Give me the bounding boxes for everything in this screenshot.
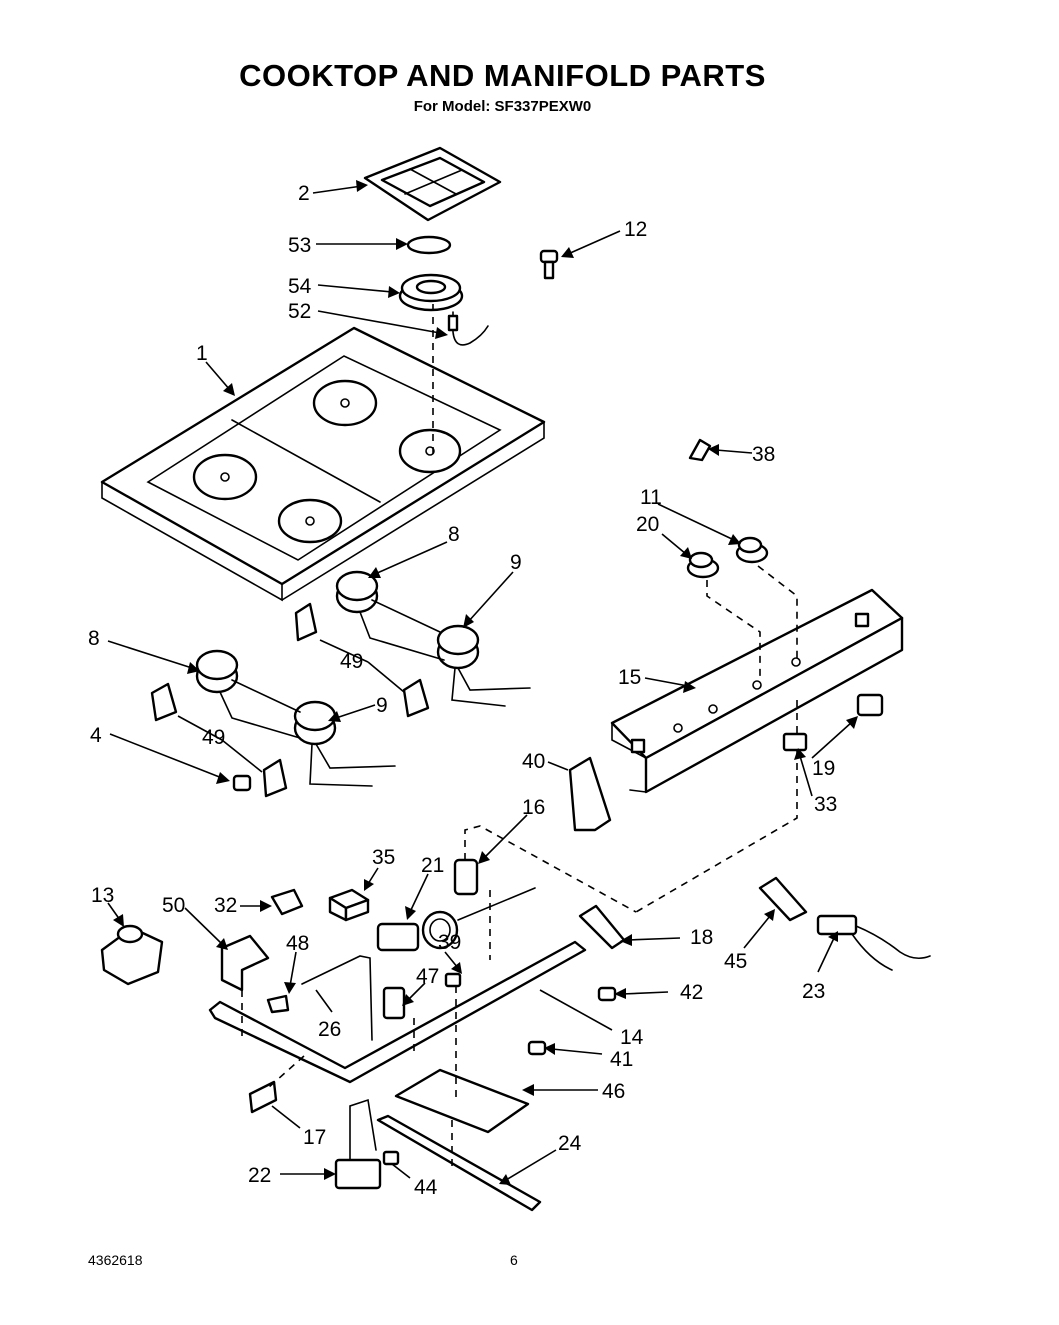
part-label-21: 21 <box>421 854 444 877</box>
fitting-44-drawing <box>382 1150 400 1166</box>
page-title: COOKTOP AND MANIFOLD PARTS <box>239 58 766 93</box>
part-label-15: 15 <box>618 666 641 689</box>
page-number: 6 <box>510 1252 518 1268</box>
part-label-39: 39 <box>438 931 461 954</box>
tube-26-drawing <box>301 955 373 1041</box>
manifold-tube-drawing <box>208 940 587 1084</box>
burner-grate-drawing <box>363 146 502 222</box>
nut-33-drawing <box>782 732 808 752</box>
part-label-32: 32 <box>214 894 237 917</box>
document-number: 4362618 <box>88 1252 143 1268</box>
igniter-lead-drawing <box>452 311 489 346</box>
tube-24-drawing <box>376 1114 542 1212</box>
fitting-39-drawing <box>444 972 462 988</box>
igniter-tip-drawing <box>447 314 459 332</box>
part-label-33: 33 <box>814 793 837 816</box>
bracket-50-drawing <box>220 934 270 992</box>
tube-22-drawing <box>349 1098 377 1161</box>
part-label-49-lower: 49 <box>202 726 225 749</box>
orifice-45-drawing <box>758 876 808 922</box>
nut-4-drawing <box>232 774 252 792</box>
plate-46-drawing <box>394 1068 530 1134</box>
clip-drawing <box>688 438 712 462</box>
leader-lines <box>107 180 858 1185</box>
screw-41-drawing <box>527 1040 547 1056</box>
burner-bracket-drawings <box>150 602 430 798</box>
part-label-12: 12 <box>624 218 647 241</box>
part-label-49-upper: 49 <box>340 650 363 673</box>
part-label-50: 50 <box>162 894 185 917</box>
part-label-44: 44 <box>414 1176 438 1199</box>
part-label-8-lower: 8 <box>88 627 100 650</box>
part-label-40: 40 <box>522 750 545 773</box>
part-label-19: 19 <box>812 757 835 780</box>
part-label-18: 18 <box>690 926 713 949</box>
part-label-22: 22 <box>248 1164 271 1187</box>
part-label-26: 26 <box>318 1018 341 1041</box>
part-label-53: 53 <box>288 234 311 257</box>
part-label-42: 42 <box>680 981 703 1004</box>
part-label-41: 41 <box>610 1048 633 1071</box>
fitting-48-drawing <box>266 994 290 1014</box>
burner-base-drawing <box>398 273 464 312</box>
part-label-48: 48 <box>286 932 309 955</box>
igniter-23-drawing <box>816 914 931 971</box>
valve-21-drawing <box>376 887 536 952</box>
bracket-17-drawing <box>248 1080 278 1114</box>
part-label-52: 52 <box>288 300 311 323</box>
part-label-38: 38 <box>752 443 775 466</box>
model-subtitle: For Model: SF337PEXW0 <box>413 98 592 115</box>
part-label-46: 46 <box>602 1080 625 1103</box>
bracket-18-drawing <box>578 904 626 950</box>
part-label-35: 35 <box>372 846 395 869</box>
part-label-16: 16 <box>522 796 545 819</box>
valve-22-drawing <box>334 1158 382 1190</box>
switch-drawing <box>856 693 884 717</box>
part-label-9-upper: 9 <box>510 551 522 574</box>
control-panel-bracket-drawing <box>610 588 904 794</box>
part-label-20: 20 <box>636 513 659 536</box>
screw-drawing <box>539 249 559 280</box>
lower-burner-assembly-drawing <box>195 649 396 787</box>
part-label-45: 45 <box>724 950 747 973</box>
knob-20-drawing <box>686 551 720 579</box>
bracket-32-drawing <box>270 888 304 916</box>
part-label-54: 54 <box>288 275 312 298</box>
part-label-14: 14 <box>620 1026 644 1049</box>
burner-cap-drawing <box>406 235 452 255</box>
part-label-8-upper: 8 <box>448 523 460 546</box>
manifold-valve-drawing <box>100 924 164 986</box>
upper-burner-assembly-drawing <box>335 570 531 707</box>
part-label-4: 4 <box>90 724 102 747</box>
knob-11-drawing <box>735 536 769 564</box>
part-label-2: 2 <box>298 182 310 205</box>
part-label-47: 47 <box>416 965 439 988</box>
part-number-labels: 2 53 54 52 12 1 38 11 20 8 9 8 49 9 15 4… <box>88 182 837 1199</box>
screw-42-drawing <box>597 986 617 1002</box>
part-label-11: 11 <box>640 486 662 509</box>
valve-47-drawing <box>382 986 406 1020</box>
shield-drawing <box>568 756 612 832</box>
part-label-24: 24 <box>558 1132 582 1155</box>
dashed-guide-lines <box>241 304 798 1170</box>
part-label-13: 13 <box>91 884 114 907</box>
part-label-9-lower: 9 <box>376 694 388 717</box>
regulator-35-drawing <box>328 888 370 922</box>
cooktop-drawing <box>100 326 546 602</box>
part-label-23: 23 <box>802 980 825 1003</box>
part-label-17: 17 <box>303 1126 326 1149</box>
part-label-1: 1 <box>196 342 208 365</box>
valve-16-drawing <box>453 858 479 896</box>
